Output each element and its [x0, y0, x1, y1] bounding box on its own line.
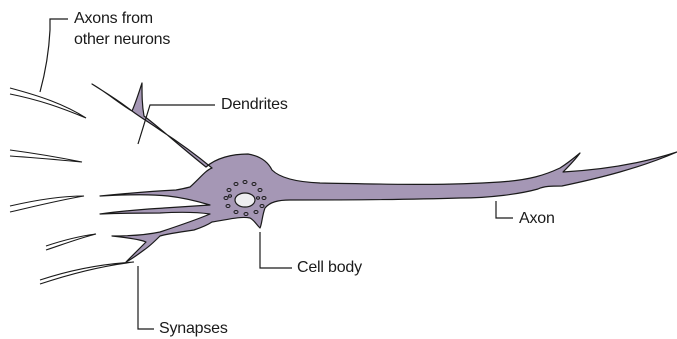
dendrites-leader	[138, 105, 215, 144]
cell-body-label: Cell body	[297, 257, 362, 278]
axon-label: Axon	[519, 208, 555, 229]
axons-from-leader	[40, 19, 68, 92]
nucleus	[235, 193, 255, 207]
synapses-label: Synapses	[159, 318, 228, 339]
incoming-axons	[10, 88, 134, 284]
axons-from-line1: Axons from	[74, 8, 170, 29]
axons-from-line2: other neurons	[74, 29, 170, 50]
dendrites-label: Dendrites	[221, 94, 288, 115]
cell-body-leader	[260, 232, 292, 268]
axons-from-other-neurons-label: Axons from other neurons	[74, 8, 170, 50]
axon-leader	[496, 201, 513, 218]
synapses-leader	[138, 266, 154, 329]
neuron-cell-shape	[92, 83, 677, 262]
